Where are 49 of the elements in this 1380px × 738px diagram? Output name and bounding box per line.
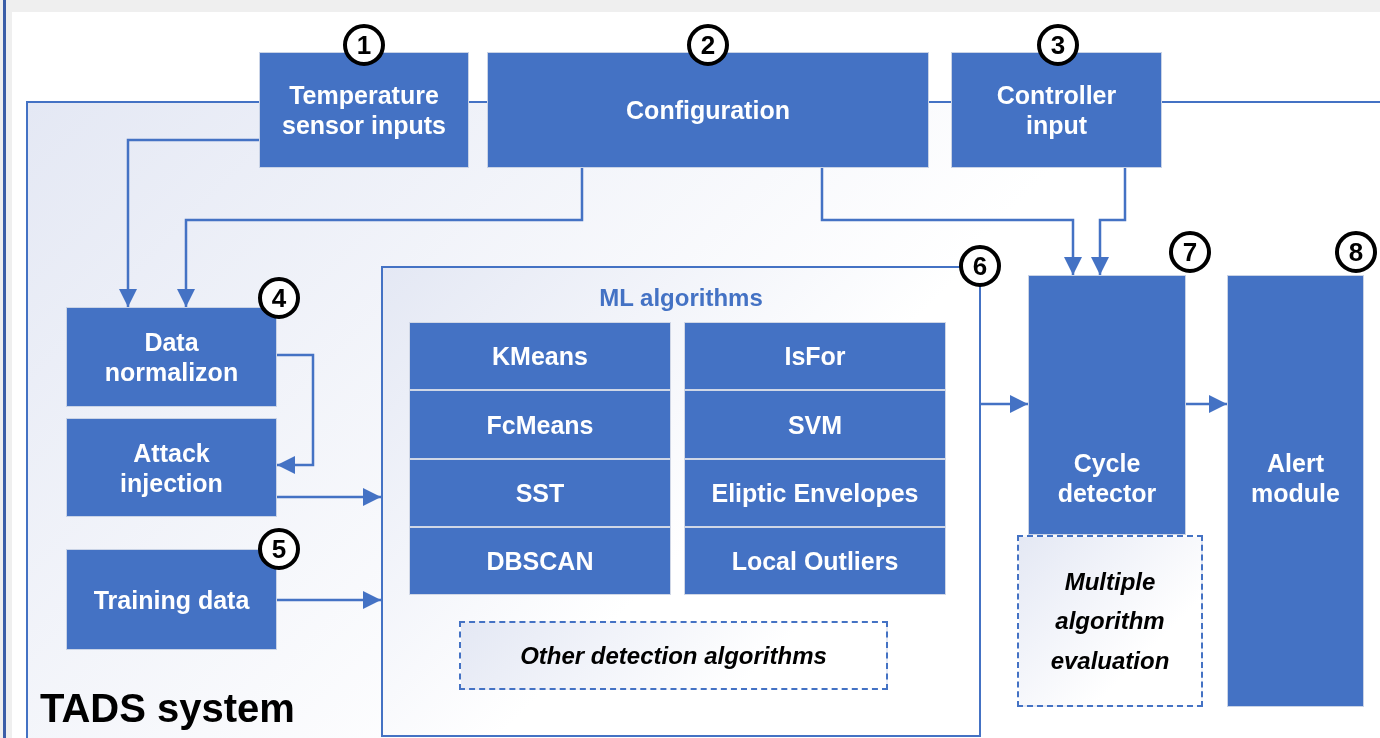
process-box — [259, 52, 469, 168]
callout-number: 1 — [343, 24, 385, 66]
algorithm-name: KMeans — [491, 341, 589, 371]
algorithm-name: DBSCAN — [485, 546, 595, 576]
algorithm-name: IsFor — [783, 341, 847, 371]
arrow — [1186, 395, 1227, 413]
dashed-note-box — [1017, 535, 1203, 707]
algorithm-name: FcMeans — [485, 409, 595, 440]
process-label: Configuration — [625, 95, 791, 125]
callout-number: 3 — [1037, 24, 1079, 66]
arrow — [119, 138, 259, 307]
arrow — [820, 168, 1082, 275]
process-label: Attack injection — [119, 437, 224, 498]
process-label: Cycle detector — [1056, 448, 1158, 508]
algorithm-box — [684, 459, 946, 527]
arrow — [981, 395, 1028, 413]
algorithm-box — [409, 322, 671, 390]
note-text: Other detection algorithms — [519, 640, 828, 671]
arrow — [177, 168, 584, 307]
algorithm-name: Eliptic Envelopes — [710, 478, 920, 508]
process-box — [1227, 275, 1364, 707]
process-box — [66, 418, 277, 517]
arrow — [277, 353, 315, 474]
process-box — [1028, 275, 1186, 535]
process-label: Alert module — [1250, 448, 1341, 508]
note-text: Multiple algorithm evaluation — [1049, 566, 1171, 676]
algorithm-box — [684, 527, 946, 595]
algorithm-box — [409, 527, 671, 595]
algorithm-box — [409, 390, 671, 459]
process-label: Controller input — [995, 80, 1118, 140]
process-label: Data normalizon — [103, 327, 240, 387]
callout-number: 2 — [687, 24, 729, 66]
process-label: Temperature sensor inputs — [281, 80, 447, 140]
dashed-note-box — [459, 621, 888, 690]
algorithm-name: SST — [514, 478, 566, 508]
process-box — [951, 52, 1162, 168]
arrow — [1091, 168, 1127, 275]
system-title: TADS system — [40, 686, 295, 731]
arrow — [277, 488, 381, 506]
process-box — [66, 307, 277, 407]
group-title: ML algorithms — [598, 284, 764, 312]
process-label: Training data — [92, 584, 251, 615]
algorithm-name: Local Outliers — [730, 546, 900, 576]
algorithm-box — [409, 459, 671, 527]
arrow — [277, 591, 381, 609]
algorithm-box — [684, 322, 946, 390]
algorithm-name: SVM — [786, 409, 844, 440]
process-box — [487, 52, 929, 168]
algorithm-box — [684, 390, 946, 459]
